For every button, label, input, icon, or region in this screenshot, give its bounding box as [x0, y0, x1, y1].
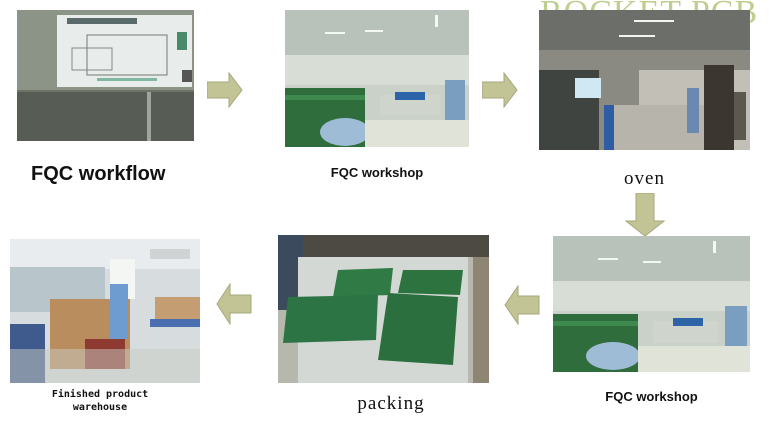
caption-oven: oven — [624, 168, 665, 189]
arrow-right-icon — [207, 72, 243, 108]
caption-warehouse-line2: warehouse — [72, 402, 128, 413]
photo-fqc-workshop-top — [285, 10, 469, 147]
photo-packing — [278, 235, 489, 383]
photo-fqc-workflow — [17, 10, 194, 141]
arrow-left-icon — [216, 283, 252, 325]
caption-packing: packing — [357, 393, 425, 414]
caption-warehouse-line1: Finished product — [51, 389, 149, 400]
photo-oven — [539, 10, 750, 150]
caption-fqc-workshop-top: FQC workshop — [330, 165, 424, 180]
arrow-left-icon — [504, 285, 540, 325]
photo-fqc-workshop-bottom — [553, 236, 750, 372]
caption-fqc-workshop-bottom: FQC workshop — [605, 389, 698, 404]
arrow-down-icon — [625, 193, 665, 237]
photo-warehouse — [10, 239, 200, 383]
arrow-right-icon — [482, 72, 518, 108]
caption-fqc-workflow: FQC workflow — [31, 163, 166, 185]
